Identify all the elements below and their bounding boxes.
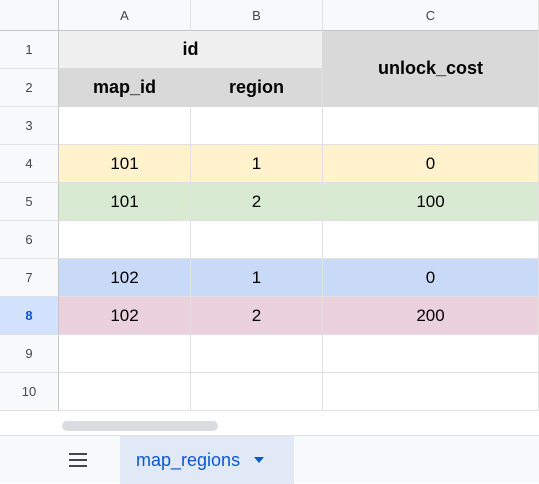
row-header-2[interactable]: 2: [0, 69, 59, 107]
menu-icon[interactable]: [62, 449, 94, 471]
row-header-7[interactable]: 7: [0, 259, 59, 297]
row-header-4[interactable]: 4: [0, 145, 59, 183]
row-header-8-selected[interactable]: 8: [0, 297, 59, 335]
cell-b10[interactable]: [191, 373, 323, 411]
spreadsheet-grid: A B C 1 id unlock_cost 2 map_id region 3…: [0, 0, 539, 411]
cell-region[interactable]: 1: [191, 259, 323, 297]
cell-a9[interactable]: [59, 335, 191, 373]
sheet-tab-label: map_regions: [136, 449, 241, 470]
cell-c9[interactable]: [323, 335, 539, 373]
cell-a6[interactable]: [59, 221, 191, 259]
header-group-id-cell[interactable]: id: [59, 31, 323, 69]
cell-map-id[interactable]: 101: [59, 183, 191, 221]
cell-map-id[interactable]: 102: [59, 297, 191, 335]
cell-c6[interactable]: [323, 221, 539, 259]
cell-c10[interactable]: [323, 373, 539, 411]
cell-region[interactable]: 2: [191, 297, 323, 335]
row-header-5[interactable]: 5: [0, 183, 59, 221]
cell-unlock-cost[interactable]: 100: [323, 183, 539, 221]
cell-map-id[interactable]: 102: [59, 259, 191, 297]
sheet-tab-map-regions[interactable]: map_regions: [120, 436, 294, 484]
row-header-1[interactable]: 1: [0, 31, 59, 69]
column-header-b[interactable]: B: [191, 0, 323, 31]
cell-b3[interactable]: [191, 107, 323, 145]
row-header-9[interactable]: 9: [0, 335, 59, 373]
cell-a10[interactable]: [59, 373, 191, 411]
header-region-cell[interactable]: region: [191, 69, 323, 107]
cell-a3[interactable]: [59, 107, 191, 145]
column-header-c[interactable]: C: [323, 0, 539, 31]
cell-b9[interactable]: [191, 335, 323, 373]
cell-region[interactable]: 2: [191, 183, 323, 221]
cell-unlock-cost[interactable]: 0: [323, 145, 539, 183]
cell-unlock-cost[interactable]: 0: [323, 259, 539, 297]
row-header-10[interactable]: 10: [0, 373, 59, 411]
caret-down-icon[interactable]: [254, 457, 265, 463]
row-header-3[interactable]: 3: [0, 107, 59, 145]
row-header-6[interactable]: 6: [0, 221, 59, 259]
cell-unlock-cost[interactable]: 200: [323, 297, 539, 335]
sheet-tab-bar: map_regions: [0, 435, 539, 484]
scrollbar-thumb[interactable]: [62, 421, 218, 431]
cell-region[interactable]: 1: [191, 145, 323, 183]
cell-c3[interactable]: [323, 107, 539, 145]
header-unlock-cost-cell[interactable]: unlock_cost: [323, 31, 539, 107]
header-map-id-cell[interactable]: map_id: [59, 69, 191, 107]
select-all-corner[interactable]: [0, 0, 59, 31]
column-header-a[interactable]: A: [59, 0, 191, 31]
cell-b6[interactable]: [191, 221, 323, 259]
horizontal-scrollbar[interactable]: [0, 417, 539, 435]
cell-map-id[interactable]: 101: [59, 145, 191, 183]
